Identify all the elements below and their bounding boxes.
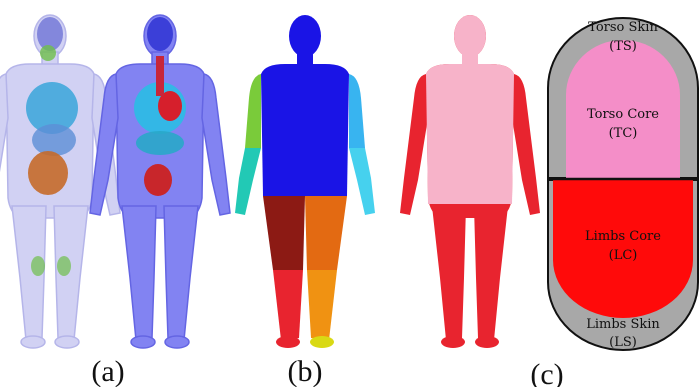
left-foot-segment — [310, 336, 334, 348]
left-lower-leg-segment — [307, 270, 337, 340]
head-segment — [289, 15, 321, 57]
right-lower-leg-segment — [273, 270, 303, 340]
panel-c-two-region-body — [400, 15, 540, 348]
torso-core-abbr: (TC) — [609, 126, 638, 141]
torso-skin-name: Torso Skin — [588, 20, 658, 35]
panel-a-anatomical-models — [0, 15, 230, 348]
panel-b-segmented-body — [235, 15, 375, 348]
limbs-skin-abbr: (LS) — [609, 335, 637, 350]
limbs-core-abbr: (LC) — [609, 248, 638, 263]
right-forearm-segment — [235, 148, 261, 215]
torso-core-name: Torso Core — [587, 107, 659, 122]
torso-head-region — [454, 15, 486, 57]
two-compartment-model-diagram: Torso Skin (TS) Torso Core (TC) Limbs Co… — [548, 18, 698, 350]
left-thigh-segment — [305, 196, 347, 270]
right-foot-segment — [276, 336, 300, 348]
caption-b: (b) — [288, 355, 323, 387]
torso-region — [426, 64, 514, 204]
caption-c: (c) — [530, 358, 563, 387]
torso-skin-abbr: (TS) — [609, 39, 637, 54]
left-forearm-segment — [349, 148, 375, 215]
limbs-core-name: Limbs Core — [585, 229, 661, 244]
right-arm-segment — [245, 74, 261, 148]
caption-a: (a) — [91, 355, 124, 387]
torso-segment — [261, 64, 349, 196]
right-thigh-segment — [263, 196, 305, 270]
limbs-skin-name: Limbs Skin — [586, 317, 660, 332]
left-arm-segment — [349, 74, 365, 148]
